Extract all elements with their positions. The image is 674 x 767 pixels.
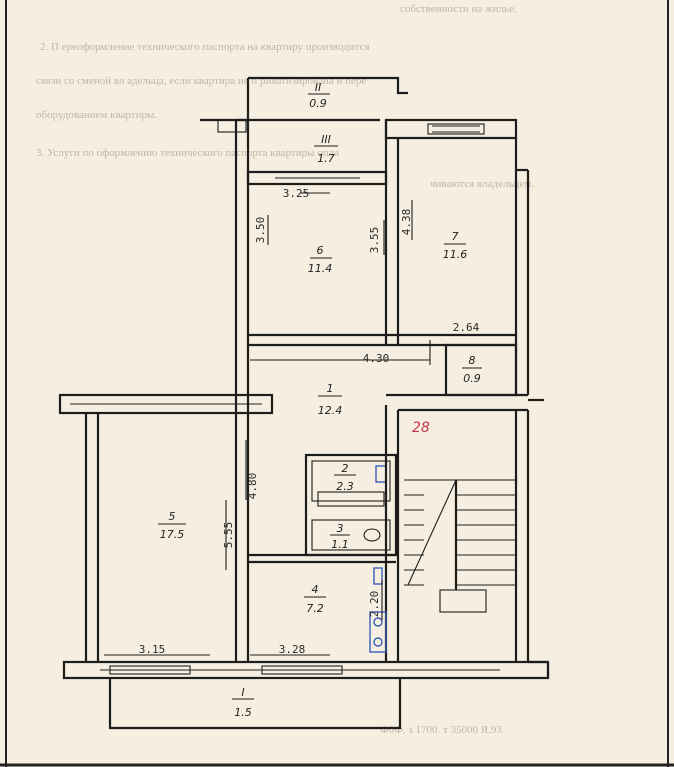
room-2-id: 2 — [342, 462, 349, 475]
dim-2-64: 2.64 — [453, 321, 480, 334]
room-3-area: 1.1 — [331, 538, 349, 551]
pantry-wall — [246, 170, 388, 186]
room-2-area: 2.3 — [336, 480, 354, 493]
dim-4-80: 4.80 — [246, 473, 259, 500]
bathtub — [317, 491, 385, 507]
room-4-area: 7.2 — [306, 602, 324, 615]
room-6-area: 11.4 — [308, 262, 333, 275]
stub-hatch — [217, 119, 247, 133]
toilet-bowl — [363, 528, 381, 542]
dim-4-30: 4.30 — [363, 352, 390, 365]
dim-3-50: 3.50 — [254, 217, 267, 244]
dimension-ticks — [104, 192, 431, 656]
room-5-area: 17.5 — [160, 528, 185, 541]
room-1-id: 1 — [327, 382, 334, 395]
dim-3-15: 3.15 — [139, 643, 166, 656]
room7-window — [427, 123, 485, 135]
room-7-area: 11.6 — [443, 248, 468, 261]
loggia-top-wall — [248, 76, 408, 95]
room-8-id: 8 — [469, 354, 476, 367]
stair-treads — [404, 479, 516, 613]
header-line-4: оборудованием квартиры. — [36, 109, 157, 121]
toilet-room3 — [311, 519, 391, 551]
bath-room2 — [311, 460, 391, 502]
room-1-area: 12.4 — [318, 404, 343, 417]
dim-3-55: 3.55 — [368, 227, 381, 254]
header-line-6: чиваются владельцем. — [430, 178, 534, 190]
header-line-1: собственности на жилье. — [400, 3, 517, 15]
room-3-id: 3 — [337, 522, 344, 535]
balcony-bottom — [108, 678, 402, 730]
footer-print-code: Ф0Ф. з 1700. т 35000 Я.93 — [380, 724, 502, 736]
room-7-id: 7 — [452, 230, 459, 243]
dim-5-55: 5.55 — [222, 522, 235, 549]
room-III-area: 1.7 — [317, 152, 335, 165]
red-annotation: 28 — [412, 420, 430, 436]
dim-3-28: 3.28 — [279, 643, 306, 656]
dim-2-20: 2.20 — [368, 591, 381, 618]
room-II-id: II — [315, 81, 322, 94]
header-line-2: 2. П ереоформление технического паспорта… — [40, 41, 370, 53]
header-line-5: 3. Услуги по оформлению технического пас… — [36, 147, 339, 159]
room-4-id: 4 — [312, 583, 319, 596]
room-5-id: 5 — [169, 510, 176, 523]
room-6-id: 6 — [317, 244, 324, 257]
window-room4 — [261, 665, 343, 675]
window-room5 — [109, 665, 191, 675]
room-II-area: 0.9 — [309, 97, 327, 110]
room5-top-wall — [58, 393, 274, 415]
room-III-id: III — [321, 133, 331, 146]
sink-blue — [373, 567, 383, 585]
dim-4-38: 4.38 — [400, 209, 413, 236]
room-8-area: 0.9 — [463, 372, 481, 385]
room-I-area: 1.5 — [234, 706, 252, 719]
room-I-id: I — [241, 686, 244, 699]
dim-3-25: 3.25 — [283, 187, 310, 200]
stove-blue — [369, 611, 387, 653]
